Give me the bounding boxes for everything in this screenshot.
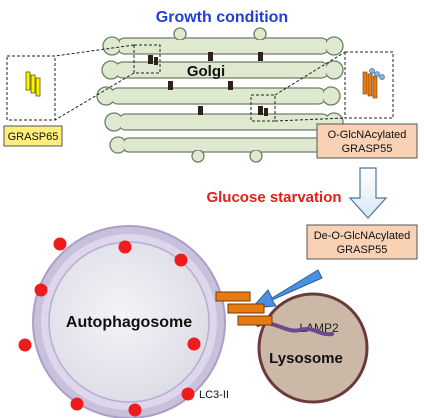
grasp65-label: GRASP65: [8, 131, 59, 143]
lamp2-label: LAMP2: [299, 321, 339, 335]
autophagosome-label: Autophagosome: [66, 314, 192, 331]
autophagosome: [32, 225, 226, 418]
deoglcnac-grasp55-label-1: De-O-GlcNAcylated: [314, 230, 411, 242]
oglcnac-grasp55-label-1: O-GlcNAcylated: [328, 129, 407, 141]
grasp65-box: [3, 125, 63, 147]
lysosome-label: Lysosome: [269, 350, 343, 367]
grasp65-zoom: [6, 44, 161, 121]
lc3-ii-dots: [18, 237, 201, 417]
glucose-starvation-title: Glucose starvation: [206, 189, 341, 206]
oglcnac-grasp55-box: [316, 123, 418, 159]
grasp55-oglcnac-icon: [362, 68, 385, 99]
grasp55-zoom: [250, 51, 394, 122]
grasp65-icon: [25, 71, 41, 97]
deoglcnac-grasp55-box: [306, 224, 418, 260]
lysosome: [257, 292, 369, 404]
grasp55-tether: [215, 291, 273, 326]
down-arrow: [348, 167, 388, 219]
oglcnac-grasp55-label-2: GRASP55: [342, 143, 393, 155]
golgi-grasp-markers: [148, 52, 268, 116]
lc3-ii-label: LC3-II: [199, 389, 229, 401]
deoglcnac-grasp55-label-2: GRASP55: [337, 244, 388, 256]
golgi-label: Golgi: [187, 63, 225, 80]
growth-condition-title: Growth condition: [156, 9, 288, 26]
